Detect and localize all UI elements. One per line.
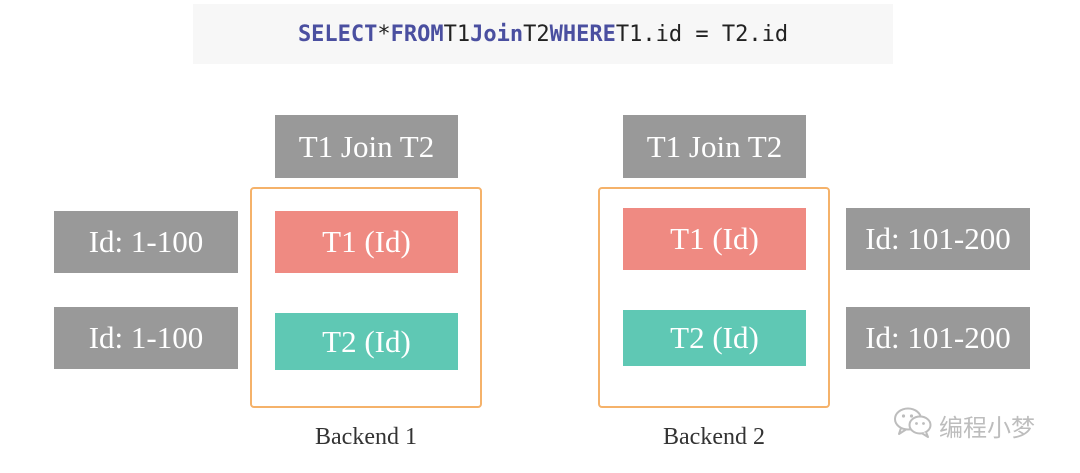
backend-2-frame [598, 187, 830, 408]
watermark-text: 编程小梦 [939, 413, 1035, 442]
sql-select-keyword: SELECT [297, 21, 378, 47]
sql-statement: SELECT * FROM T1 Join T2 WHERE T1.id = T… [193, 4, 893, 64]
sql-condition: T1.id = T2.id [615, 21, 789, 47]
wechat-icon [893, 406, 933, 444]
sql-table2: T2 [523, 21, 550, 47]
backend-2-caption: Backend 2 [663, 424, 765, 450]
backend-1-t2-box: T2 (Id) [275, 313, 458, 370]
backend-2-t1-box: T1 (Id) [623, 208, 806, 270]
backend-1-t2-range: Id: 1-100 [54, 307, 238, 369]
backend-1-join-label: T1 Join T2 [275, 115, 458, 178]
backend-2-t1-range: Id: 101-200 [846, 208, 1030, 270]
backend-1-frame [250, 187, 482, 408]
sql-table1: T1 [443, 21, 471, 47]
sql-from-keyword: FROM [390, 21, 444, 47]
backend-1-t1-range: Id: 1-100 [54, 211, 238, 273]
sql-join-keyword: Join [470, 21, 524, 47]
sql-where-keyword: WHERE [549, 21, 616, 47]
backend-2-t2-box: T2 (Id) [623, 310, 806, 366]
watermark: 编程小梦 [893, 406, 1035, 444]
backend-2-t2-range: Id: 101-200 [846, 307, 1030, 369]
backend-1-t1-box: T1 (Id) [275, 211, 458, 273]
sql-star: * [377, 21, 391, 47]
backend-2-join-label: T1 Join T2 [623, 115, 806, 178]
backend-1-caption: Backend 1 [315, 424, 417, 450]
